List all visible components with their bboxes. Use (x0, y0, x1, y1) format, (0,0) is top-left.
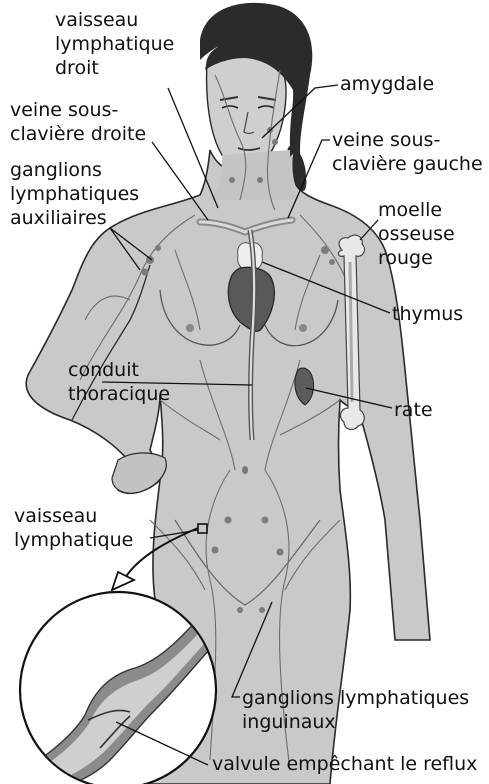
label-inguinal-nodes: ganglions lymphatiques inguinaux (242, 686, 469, 734)
label-line: osseuse (378, 222, 455, 246)
nipple-right (186, 324, 194, 332)
label-line: vaisseau (14, 504, 133, 528)
label-spleen: rate (394, 398, 433, 422)
label-line: ganglions (10, 158, 139, 182)
label-line: droit (55, 56, 174, 80)
label-red-bone-marrow: moelle osseuse rouge (378, 198, 455, 270)
magnify-arrowhead (112, 572, 134, 590)
label-line: moelle (378, 198, 455, 222)
label-thoracic-duct: conduit thoracique (68, 358, 170, 406)
nipple-left (299, 324, 307, 332)
navel (242, 466, 248, 474)
label-line: thoracique (68, 382, 170, 406)
label-line: inguinaux (242, 710, 469, 734)
label-right-lymph-vessel: vaisseau lymphatique droit (55, 8, 174, 80)
label-line: clavière droite (10, 122, 146, 146)
label-line: lymphatique (14, 528, 133, 552)
label-valve: valvule empêchant le reflux (212, 752, 477, 776)
label-line: lymphatique (55, 32, 174, 56)
label-thymus: thymus (392, 302, 463, 326)
label-right-subclavian-vein: veine sous- clavière droite (10, 98, 146, 146)
label-lymph-vessel: vaisseau lymphatique (14, 504, 133, 552)
label-line: auxiliaires (10, 206, 139, 230)
label-line: valvule empêchant le reflux (212, 752, 477, 776)
label-left-subclavian-vein: veine sous- clavière gauche (332, 128, 483, 176)
label-line: conduit (68, 358, 170, 382)
label-line: rate (394, 398, 433, 422)
label-line: lymphatiques (10, 182, 139, 206)
label-line: thymus (392, 302, 463, 326)
label-axillary-nodes: ganglions lymphatiques auxiliaires (10, 158, 139, 230)
label-line: veine sous- (332, 128, 483, 152)
label-line: amygdale (340, 72, 434, 96)
label-line: vaisseau (55, 8, 174, 32)
label-line: rouge (378, 246, 455, 270)
label-line: veine sous- (10, 98, 146, 122)
label-tonsil: amygdale (340, 72, 434, 96)
label-line: clavière gauche (332, 152, 483, 176)
hand (112, 453, 166, 493)
neck (210, 150, 300, 200)
label-line: ganglions lymphatiques (242, 686, 469, 710)
